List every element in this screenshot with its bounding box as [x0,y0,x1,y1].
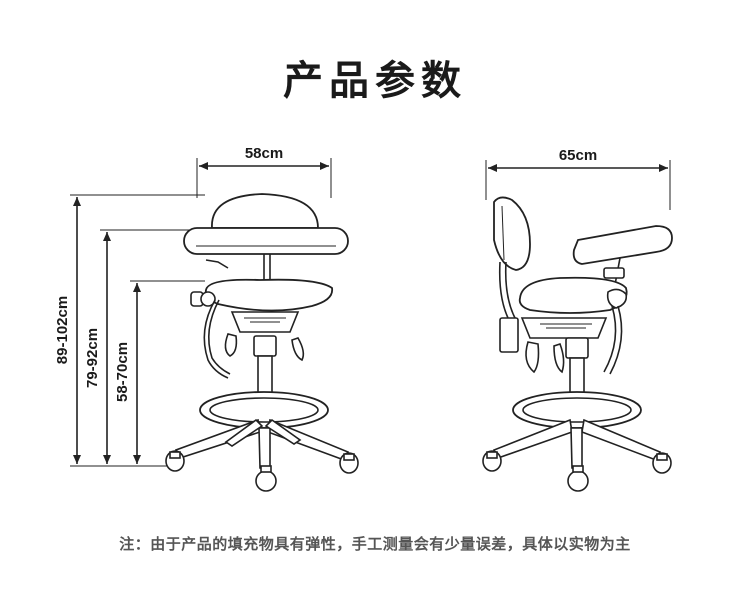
front-width-label: 58cm [245,145,283,162]
front-height-dimensions: 89-102cm 79-92cm 58-70cm [54,194,205,467]
side-width-label: 65cm [559,147,597,164]
front-chair-drawing [165,193,359,492]
front-height-3-label: 58-70cm [114,342,131,402]
page-title: 产品参数 [283,58,467,104]
side-width-dimension: 65cm [485,147,671,210]
side-view: 65cm [482,147,673,492]
front-view: 58cm 89-102cm 79-92cm 58-70cm [54,145,359,492]
front-height-2-label: 79-92cm [84,328,101,388]
front-height-1-label: 89-102cm [54,296,71,364]
side-chair-drawing [482,196,673,492]
disclaimer-note: 注：由于产品的填充物具有弹性，手工测量会有少量误差，具体以实物为主 [119,535,631,553]
front-width-dimension: 58cm [196,145,332,198]
